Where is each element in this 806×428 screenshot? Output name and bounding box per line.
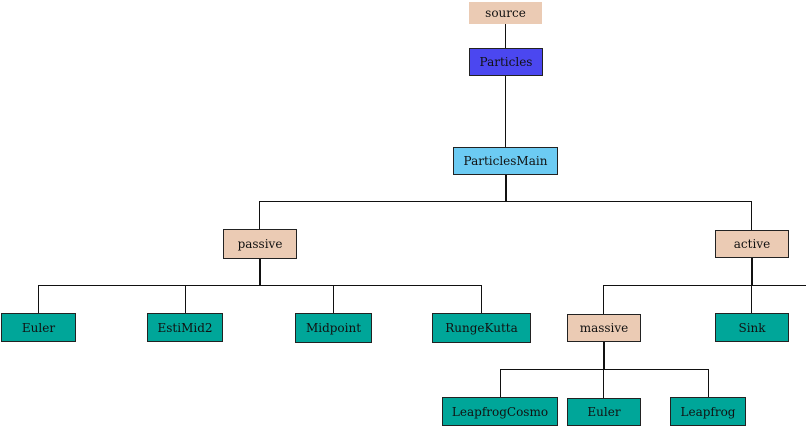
edge-to-sink (751, 285, 752, 314)
edge-to-midpoint (333, 285, 334, 314)
node-label: Sink (738, 320, 766, 335)
edge-to-massive (603, 285, 604, 315)
node-euler-passive: Euler (1, 313, 76, 342)
node-estimid2: EstiMid2 (147, 313, 223, 342)
node-passive: passive (223, 229, 297, 259)
node-leapfrogcosmo: LeapfrogCosmo (442, 397, 558, 426)
edge-to-euler2 (603, 369, 604, 399)
node-particles: Particles (469, 48, 543, 76)
edge-passive-horizontal (38, 285, 482, 286)
edge-massive-horizontal (500, 369, 709, 370)
edge-to-leapfrogcosmo (500, 369, 501, 398)
node-label: active (733, 237, 771, 251)
edge-level2-horizontal (259, 201, 752, 202)
edge-to-rungekutta (481, 285, 482, 314)
node-label: passive (237, 237, 283, 251)
node-label: LeapfrogCosmo (451, 404, 549, 419)
node-source: source (469, 2, 542, 24)
edge-passive-down (259, 259, 261, 286)
node-label: Particles (479, 55, 533, 69)
node-midpoint: Midpoint (295, 313, 372, 343)
edge-particles-particlesmain (505, 76, 506, 148)
edge-to-estimid2 (185, 285, 186, 314)
edge-to-passive (259, 201, 260, 230)
node-rungekutta: RungeKutta (432, 313, 531, 343)
node-particlesmain: ParticlesMain (453, 147, 558, 175)
edge-to-leapfrog (708, 369, 709, 398)
edge-to-euler1 (38, 285, 39, 314)
node-massive: massive (567, 314, 641, 342)
node-label: RungeKutta (445, 321, 518, 335)
node-label: Leapfrog (680, 404, 736, 419)
edge-particlesmain-down (505, 174, 507, 202)
node-label: Euler (21, 320, 56, 335)
edge-to-active (751, 201, 752, 231)
node-label: EstiMid2 (157, 320, 213, 335)
edge-massive-down (603, 341, 605, 370)
node-leapfrog: Leapfrog (670, 397, 746, 426)
edge-source-particles (505, 24, 506, 48)
node-label: ParticlesMain (463, 154, 548, 168)
node-label: Euler (587, 405, 621, 419)
node-label: massive (579, 321, 629, 335)
node-label: source (485, 6, 526, 20)
node-label: Midpoint (305, 321, 362, 335)
edge-active-down (751, 258, 753, 286)
node-euler-massive: Euler (567, 398, 641, 426)
edge-active-horizontal (603, 285, 806, 286)
node-sink: Sink (715, 313, 789, 342)
node-active: active (715, 230, 789, 258)
